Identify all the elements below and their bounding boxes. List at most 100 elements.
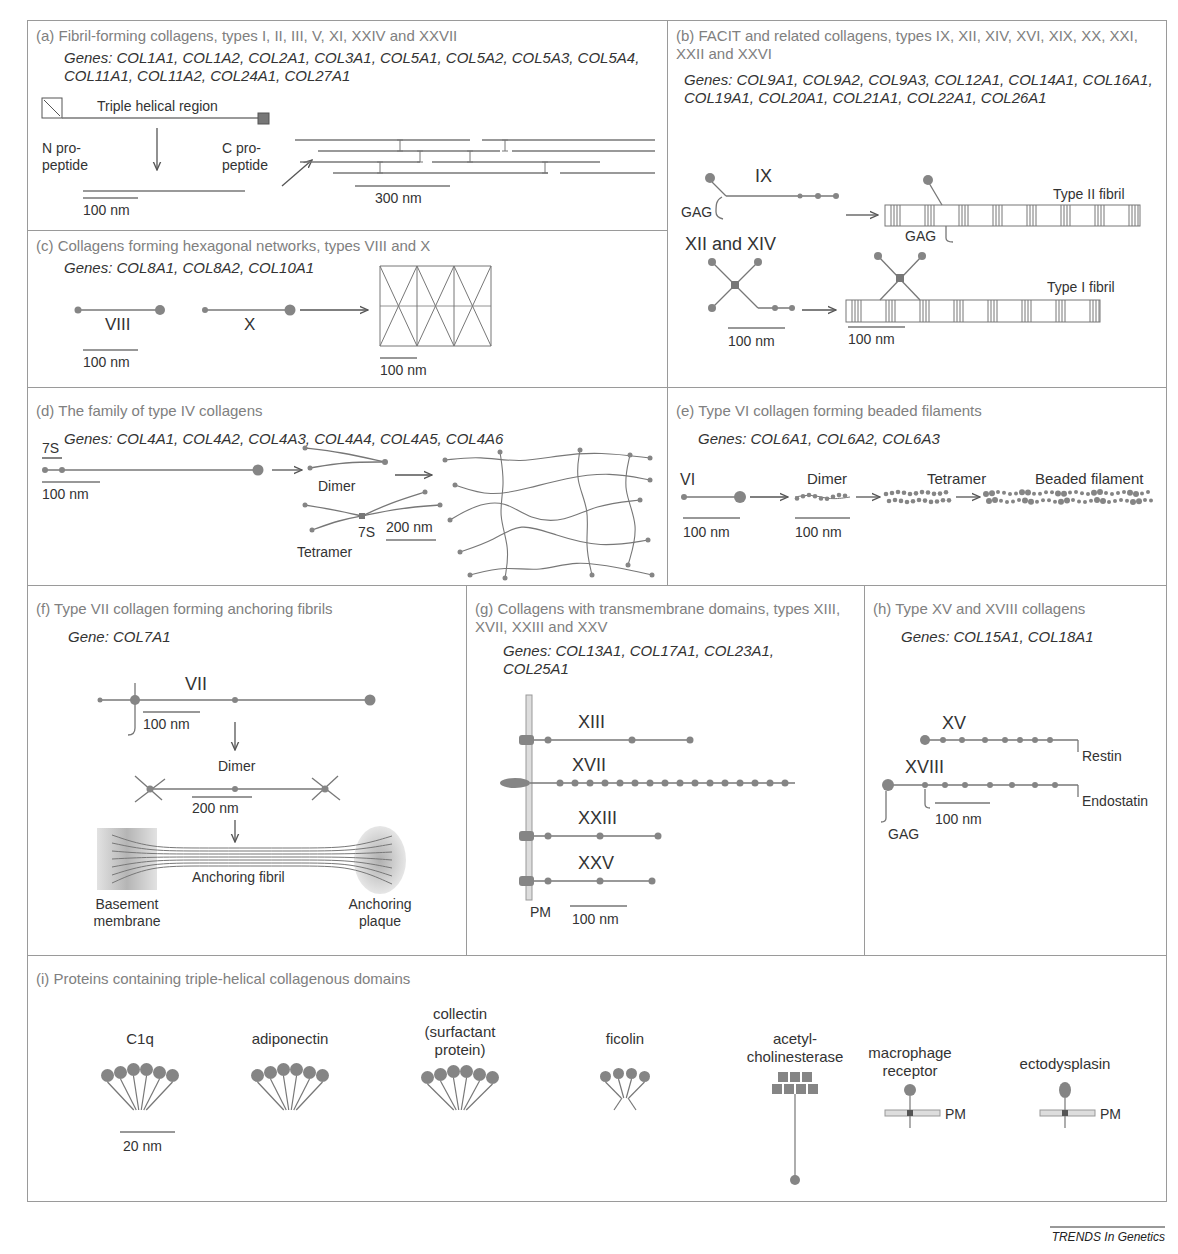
art-line xyxy=(417,151,423,152)
art-rect xyxy=(796,1084,806,1094)
art-path xyxy=(925,789,930,808)
domain-dot xyxy=(1133,491,1139,497)
art-line xyxy=(1031,300,1032,322)
gene-list: Gene: COL7A1 xyxy=(68,628,448,646)
art-curve xyxy=(305,505,362,516)
art-line xyxy=(482,139,655,140)
art-line xyxy=(931,205,932,226)
domain-dot xyxy=(1047,498,1051,502)
figure-label: Anchoring fibril xyxy=(190,869,287,886)
domain-dot xyxy=(932,492,937,497)
art-line xyxy=(1096,300,1097,322)
art-line xyxy=(1028,300,1029,322)
domain-dot xyxy=(982,737,988,743)
domain-dot xyxy=(443,458,448,463)
art-line xyxy=(83,197,138,198)
domain-dot xyxy=(896,490,901,495)
domain-dot xyxy=(677,780,684,787)
art-line xyxy=(44,100,60,116)
art-line xyxy=(386,539,436,540)
art-line xyxy=(929,183,942,205)
domain-dot xyxy=(795,496,800,501)
arrow xyxy=(856,496,880,497)
drawing xyxy=(42,98,1165,1227)
domain-dot xyxy=(648,456,653,461)
figure-label: XII and XIV xyxy=(685,234,776,256)
art-line xyxy=(934,205,935,226)
art-line xyxy=(78,309,160,311)
figure-label: 100 nm xyxy=(380,362,427,379)
art-rect xyxy=(97,828,157,890)
arrow xyxy=(234,722,235,750)
art-rect xyxy=(778,1072,788,1082)
figure-label: Anchoring plaque xyxy=(340,896,420,930)
gene-list: Genes: COL8A1, COL8A2, COL10A1 xyxy=(64,259,654,277)
domain-dot xyxy=(613,1068,624,1079)
domain-dot xyxy=(285,305,296,316)
art-line xyxy=(146,1082,172,1110)
art-line xyxy=(542,162,548,163)
domain-dot xyxy=(1077,499,1081,503)
art-line xyxy=(135,779,165,802)
figure-label: VII xyxy=(185,674,207,696)
art-line xyxy=(1070,205,1071,226)
figure-label: 100 nm xyxy=(935,811,982,828)
domain-dot xyxy=(1044,490,1048,494)
domain-dot xyxy=(1017,498,1021,502)
art-line xyxy=(380,162,381,173)
domain-dot xyxy=(649,878,656,885)
domain-dot xyxy=(421,1071,434,1084)
art-curve xyxy=(450,500,640,520)
domain-dot xyxy=(815,193,821,199)
figure-label: Dimer xyxy=(218,758,255,775)
art-line xyxy=(728,327,785,328)
domain-dot xyxy=(316,1069,329,1082)
art-line xyxy=(1050,1227,1165,1228)
domain-dot xyxy=(941,498,946,503)
domain-dot xyxy=(962,782,968,788)
art-line xyxy=(355,185,450,186)
domain-dot xyxy=(923,498,928,503)
art-curve xyxy=(445,453,650,460)
domain-dot xyxy=(902,491,907,496)
domain-dot xyxy=(1002,737,1008,743)
domain-dot xyxy=(707,780,714,787)
art-line xyxy=(886,300,887,322)
art-line xyxy=(502,140,508,141)
domain-dot xyxy=(890,491,895,496)
art-line xyxy=(258,1082,284,1110)
art-curve xyxy=(470,563,652,575)
figure-label: adiponectin xyxy=(230,1030,350,1048)
art-line xyxy=(417,266,454,267)
domain-dot xyxy=(602,780,609,787)
domain-dot xyxy=(992,497,998,503)
domain-dot xyxy=(893,498,898,503)
figure-label: 200 nm xyxy=(386,519,433,536)
domain-dot xyxy=(557,780,564,787)
art-line xyxy=(505,140,506,151)
domain-dot xyxy=(519,735,534,745)
domain-dot xyxy=(1014,491,1018,495)
domain-dot xyxy=(545,737,552,744)
domain-dot xyxy=(917,498,922,503)
art-curve xyxy=(112,860,392,868)
domain-dot xyxy=(819,496,824,501)
domain-dot xyxy=(264,1066,277,1079)
domain-dot xyxy=(1127,490,1133,496)
domain-dot xyxy=(1058,499,1064,505)
panel-heading: (f) Type VII collagen forming anchoring … xyxy=(36,600,456,618)
panel-heading: (d) The family of type IV collagens xyxy=(36,402,656,420)
art-curve xyxy=(626,455,635,565)
figure-label: XXIII xyxy=(578,808,617,830)
domain-dot xyxy=(1064,497,1070,503)
domain-dot xyxy=(942,782,948,788)
domain-dot xyxy=(1122,490,1126,494)
domain-dot xyxy=(926,490,931,495)
domain-dot xyxy=(1083,500,1087,504)
domain-dot xyxy=(1140,491,1144,495)
art-line xyxy=(920,300,921,322)
figure-label: Dimer xyxy=(807,470,847,488)
domain-dot xyxy=(434,1068,447,1081)
domain-dot xyxy=(1080,491,1084,495)
domain-dot xyxy=(813,494,818,499)
